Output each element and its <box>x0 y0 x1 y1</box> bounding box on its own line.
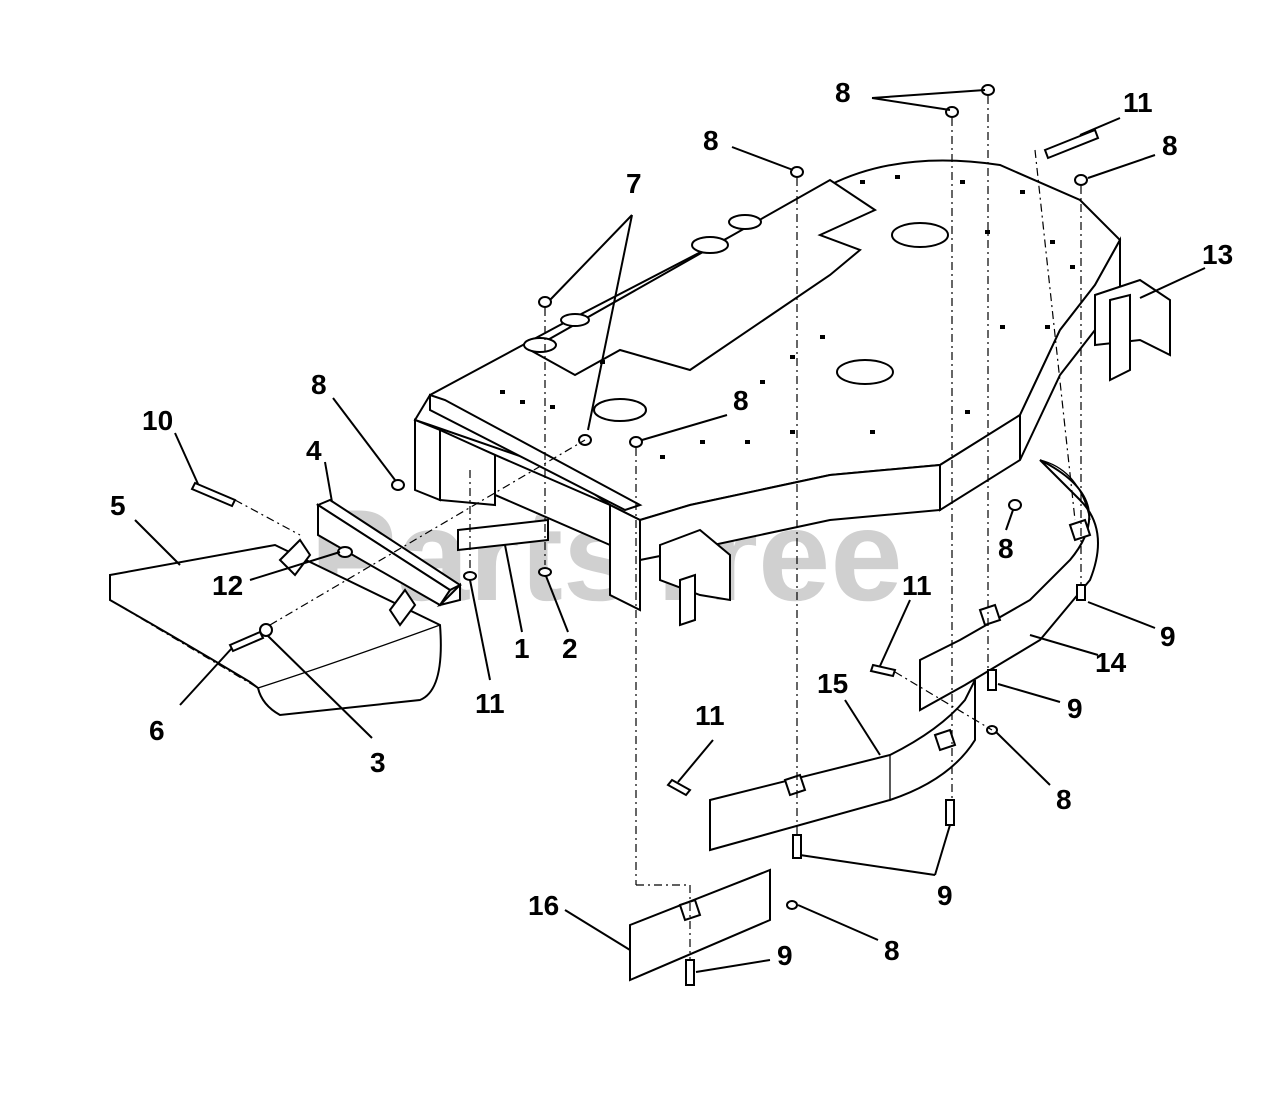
mower-deck-housing <box>413 159 1171 627</box>
callout-label: 9 <box>1160 621 1176 652</box>
callout-label: 8 <box>884 935 900 966</box>
callout-label: 16 <box>528 890 559 921</box>
callout-label: 14 <box>1095 647 1127 678</box>
baffle-15 <box>709 679 976 852</box>
hardware <box>190 84 1100 986</box>
callout-label: 8 <box>733 385 749 416</box>
hinge-rod-4 <box>315 498 463 607</box>
callout-label: 12 <box>212 570 243 601</box>
callout-label: 10 <box>142 405 173 436</box>
callout-label: 8 <box>703 125 719 156</box>
callout-label: 11 <box>695 700 725 731</box>
baffle-16 <box>629 868 771 982</box>
callout-label: 8 <box>311 369 327 400</box>
callout-label: 13 <box>1202 239 1233 270</box>
chute-bracket-12 <box>278 538 417 627</box>
callout-label: 9 <box>777 940 793 971</box>
callout-label: 2 <box>562 633 578 664</box>
callout-label: 8 <box>1056 784 1072 815</box>
callout-label: 8 <box>998 533 1014 564</box>
discharge-chute-5 <box>109 543 442 717</box>
callout-label: 11 <box>902 570 932 601</box>
callout-labels: 8 11 8 8 7 13 8 8 10 4 5 12 6 3 11 1 2 8… <box>110 77 1233 971</box>
deflector-plate-1 <box>457 518 549 552</box>
callout-label: 11 <box>475 688 505 719</box>
callout-label: 11 <box>1123 87 1153 118</box>
callout-label: 4 <box>306 435 322 466</box>
callout-label: 5 <box>110 490 126 521</box>
callout-label: 9 <box>937 880 953 911</box>
leader-lines <box>134 89 1206 973</box>
callout-label: 8 <box>835 77 851 108</box>
callout-label: 1 <box>514 633 530 664</box>
callout-label: 7 <box>626 168 642 199</box>
callout-label: 8 <box>1162 130 1178 161</box>
callout-label: 9 <box>1067 693 1083 724</box>
callout-label: 15 <box>817 668 848 699</box>
callout-label: 3 <box>370 747 386 778</box>
assembly-lines <box>109 96 1082 960</box>
baffle-tabs <box>678 518 1092 922</box>
callout-label: 6 <box>149 715 165 746</box>
